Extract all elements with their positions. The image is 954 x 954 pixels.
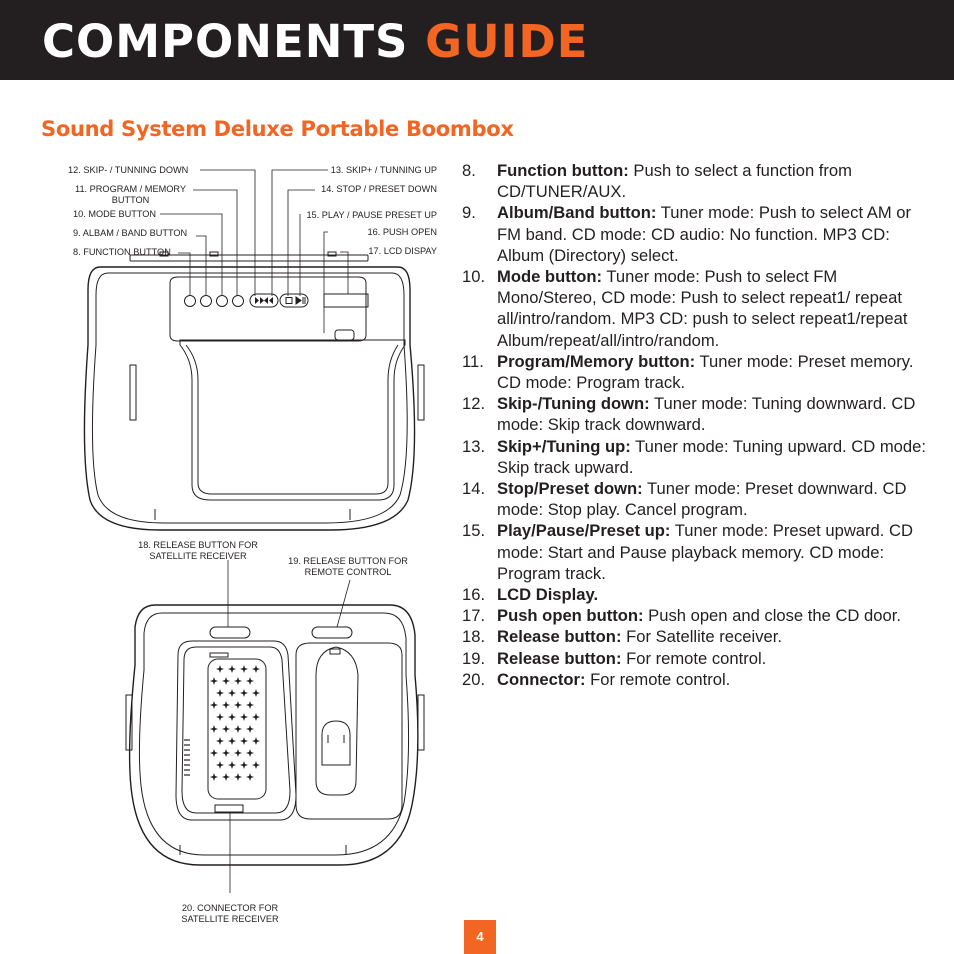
list-item: 16. LCD Display.	[462, 584, 932, 605]
list-item: 9. Album/Band button: Tuner mode: Push to…	[462, 202, 932, 266]
list-item: 10. Mode button: Tuner mode: Push to sele…	[462, 266, 932, 351]
top-view	[83, 251, 425, 531]
top-leader-lines	[160, 169, 349, 333]
item-number: 8.	[462, 161, 476, 180]
item-term: Stop/Preset down:	[497, 479, 643, 499]
callout-18: 18. RELEASE BUTTON FOR SATELLITE RECEIVE…	[128, 540, 268, 562]
callout-12: 12. SKIP- / TUNNING DOWN	[68, 165, 189, 175]
page-number: 4	[464, 920, 496, 954]
callout-17: 17. LCD DISPAY	[368, 246, 437, 256]
title-word-guide: GUIDE	[425, 15, 589, 68]
callout-10: 10. MODE BUTTON	[73, 209, 157, 219]
callout-16: 16. PUSH OPEN	[367, 227, 437, 237]
satellite-connector	[214, 804, 244, 813]
list-item: 15. Play/Pause/Preset up: Tuner mode: Pre…	[462, 520, 932, 584]
component-descriptions: 8. Function button: Push to select a func…	[462, 160, 932, 690]
callout-14: 14. STOP / PRESET DOWN	[321, 184, 437, 194]
callout-11-line2: BUTTON	[111, 195, 150, 205]
remote-control	[315, 646, 359, 796]
callout-20-line2: SATELLITE RECEIVER	[181, 914, 279, 924]
callout-11-line1: 11. PROGRAM / MEMORY	[75, 184, 186, 194]
satellite-receiver	[207, 658, 267, 800]
item-number: 20.	[462, 669, 486, 689]
item-number: 13.	[462, 436, 486, 456]
function-button[interactable]	[184, 295, 196, 307]
item-text: For Satellite receiver.	[621, 627, 782, 647]
header-bar: COMPONENTS GUIDE	[0, 0, 954, 80]
item-number: 12.	[462, 394, 486, 414]
program-memory-button[interactable]	[232, 295, 244, 307]
item-text: Push open and close the CD door.	[643, 606, 901, 626]
list-item: 11. Program/Memory button: Tuner mode: Pr…	[462, 351, 932, 393]
list-item: 13. Skip+/Tuning up: Tuner mode: Tuning u…	[462, 436, 932, 478]
item-number: 17.	[462, 606, 486, 626]
item-term: Program/Memory button:	[497, 351, 696, 371]
item-text: Tuner mode: Tuning upward. CD mode: Skip…	[497, 436, 926, 477]
section-subtitle: Sound System Deluxe Portable Boombox	[41, 117, 514, 141]
stop-play-buttons[interactable]	[279, 293, 309, 308]
callout-11: 11. PROGRAM / MEMORY BUTTON	[68, 184, 193, 206]
list-item: 20. Connector: For remote control.	[462, 669, 932, 690]
list-item: 14. Stop/Preset down: Tuner mode: Preset …	[462, 478, 932, 520]
callout-19-line2: REMOTE CONTROL	[304, 567, 392, 577]
callout-20-line1: 20. CONNECTOR FOR	[181, 903, 279, 913]
item-number: 18.	[462, 627, 486, 647]
item-text: For remote control.	[621, 648, 767, 668]
callout-18-line1: 18. RELEASE BUTTON FOR	[138, 540, 258, 550]
item-term: LCD Display.	[497, 585, 599, 605]
boombox-diagram: 12. SKIP- / TUNNING DOWN 11. PROGRAM / M…	[60, 155, 455, 930]
item-number: 14.	[462, 479, 486, 499]
item-term: Function button:	[497, 161, 629, 180]
item-number: 10.	[462, 267, 486, 287]
page-title: COMPONENTS GUIDE	[42, 14, 588, 70]
item-number: 16.	[462, 585, 486, 605]
item-term: Push open button:	[497, 606, 644, 626]
item-term: Play/Pause/Preset up:	[497, 521, 671, 541]
item-term: Album/Band button:	[497, 203, 657, 223]
release-button-remote[interactable]	[311, 626, 353, 639]
item-text: Tuner mode: Preset downward. CD mode: St…	[497, 479, 907, 520]
item-text: Tuner mode: Push to select AM or FM band…	[497, 203, 912, 265]
item-number: 19.	[462, 648, 486, 668]
callout-13: 13. SKIP+ / TUNNING UP	[330, 165, 437, 175]
skip-buttons[interactable]	[249, 293, 279, 308]
item-term: Release button:	[497, 648, 622, 668]
item-number: 11.	[462, 351, 484, 371]
item-text: For remote control.	[585, 669, 731, 689]
item-text: Tuner mode: Preset upward. CD mode: Star…	[497, 521, 913, 583]
album-band-button[interactable]	[200, 295, 212, 307]
bottom-view	[125, 604, 425, 866]
item-term: Release button:	[497, 627, 622, 647]
callout-19-line1: 19. RELEASE BUTTON FOR	[288, 556, 408, 566]
callout-20: 20. CONNECTOR FOR SATELLITE RECEIVER	[160, 903, 300, 925]
item-text: Tuner mode: Push to select FM Mono/Stere…	[497, 267, 908, 350]
item-term: Connector:	[497, 669, 586, 689]
item-text: Push to select a function from CD/TUNER/…	[497, 161, 852, 202]
push-open-button[interactable]	[334, 329, 355, 341]
item-number: 9.	[462, 203, 476, 223]
item-term: Skip-/Tuning down:	[497, 394, 650, 414]
list-item: 19. Release button: For remote control.	[462, 648, 932, 669]
item-text: Tuner mode: Tuning downward. CD mode: Sk…	[497, 394, 916, 435]
mode-button[interactable]	[216, 295, 228, 307]
callout-19: 19. RELEASE BUTTON FOR REMOTE CONTROL	[278, 556, 418, 578]
callout-8: 8. FUNCTION BUTTON	[73, 247, 171, 257]
callout-15: 15. PLAY / PAUSE PRESET UP	[306, 210, 437, 220]
list-item: 12. Skip-/Tuning down: Tuner mode: Tuning…	[462, 393, 932, 435]
item-text: Tuner mode: Preset memory. CD mode: Prog…	[497, 351, 914, 393]
item-number: 15.	[462, 521, 486, 541]
item-term: Mode button:	[497, 267, 603, 287]
list-item: 17. Push open button: Push open and close…	[462, 605, 932, 626]
title-word-components: COMPONENTS	[42, 15, 409, 68]
list-item: 18. Release button: For Satellite receive…	[462, 626, 932, 647]
bottom-leader-lines	[227, 560, 351, 893]
release-button-satellite[interactable]	[209, 626, 251, 639]
callout-9: 9. ALBAM / BAND BUTTON	[73, 228, 188, 238]
lcd-display	[323, 293, 369, 308]
boombox-line-drawing	[83, 169, 425, 893]
callout-18-line2: SATELLITE RECEIVER	[149, 551, 247, 561]
list-item: 8. Function button: Push to select a func…	[462, 160, 932, 202]
item-term: Skip+/Tuning up:	[497, 436, 631, 456]
